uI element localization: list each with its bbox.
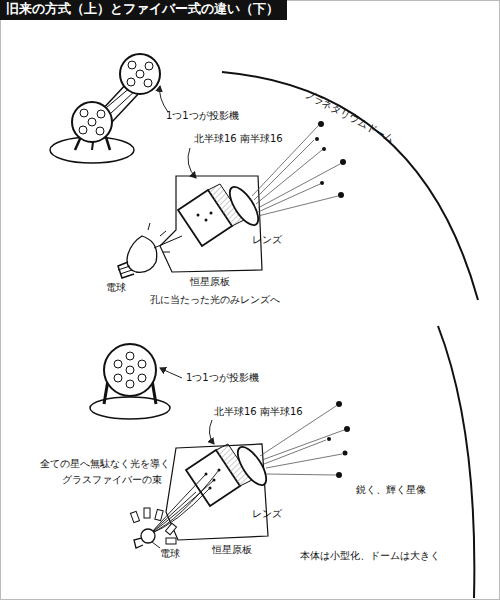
projector-note: 1つ1つが投影機 [166, 110, 239, 122]
fiber-note: 全ての星へ無駄なく光を導く [40, 458, 170, 470]
hole-note: 孔に当たった光のみレンズへ [150, 294, 280, 306]
lens-label: レンズ [252, 508, 282, 520]
fiber-label: グラスファイバーの束 [62, 474, 162, 486]
lens-label: レンズ [252, 234, 282, 246]
bulb-label: 電球 [106, 282, 126, 294]
hemisphere-count: 北半球16 南半球16 [214, 406, 303, 418]
projector-note: 1つ1つが投影機 [186, 372, 259, 384]
plate-label: 恒星原板 [190, 276, 230, 288]
dome-label: プラネタリウムドーム [303, 88, 397, 145]
hemisphere-count: 北半球16 南半球16 [194, 133, 283, 145]
star-image-note: 鋭く、輝く星像 [356, 484, 426, 496]
plate-label: 恒星原板 [212, 544, 252, 556]
size-note: 本体は小型化、ドームは大きく [300, 550, 440, 562]
title-bar: 旧来の方式（上）とファイバー式の違い（下） [0, 0, 287, 20]
bulb-label: 電球 [160, 548, 180, 560]
